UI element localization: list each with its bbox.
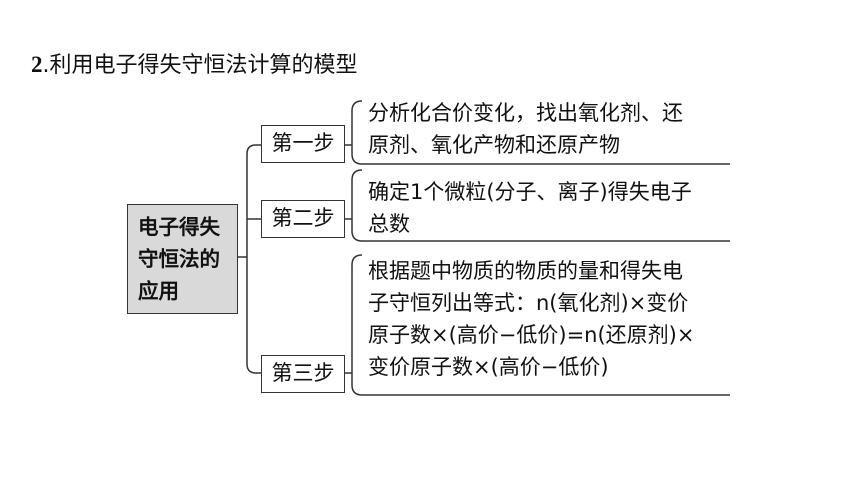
description-line: 确定1个微粒(分子、离子)得失电子 [368,180,692,204]
section-number: 2 [31,52,43,77]
root-line: 守恒法的 [138,247,220,271]
root-line: 电子得失 [138,215,220,239]
description-line: 分析化合价变化，找出氧化剂、还 [368,101,683,125]
step-2-description: 确定1个微粒(分子、离子)得失电子 总数 [368,176,738,240]
description-line: 原子数×(高价−低价)=n(还原剂)× [368,323,695,347]
description-line: 原剂、氧化产物和还原产物 [368,133,620,157]
description-line: 子守恒列出等式：n(氧化剂)×变价 [368,291,689,315]
section-title: .利用电子得失守恒法计算的模型 [42,53,358,78]
step-1-box: 第一步 [261,125,345,163]
root-line: 应用 [138,279,179,303]
step1-bracket [345,100,730,165]
step-3-box: 第三步 [261,355,345,393]
description-line: 根据题中物质的物质的量和得失电 [368,259,683,283]
description-line: 总数 [368,212,410,236]
root-node: 电子得失 守恒法的 应用 [127,204,238,314]
section-heading: 2.利用电子得失守恒法计算的模型 [31,50,358,81]
step-1-description: 分析化合价变化，找出氧化剂、还 原剂、氧化产物和还原产物 [368,97,738,161]
step2-bracket [345,169,730,242]
step-3-description: 根据题中物质的物质的量和得失电 子守恒列出等式：n(氧化剂)×变价 原子数×(高… [368,255,738,383]
left-brace [246,144,257,374]
step3-bracket [345,254,730,396]
step-2-box: 第二步 [261,200,345,238]
description-line: 变价原子数×(高价−低价) [368,355,609,379]
